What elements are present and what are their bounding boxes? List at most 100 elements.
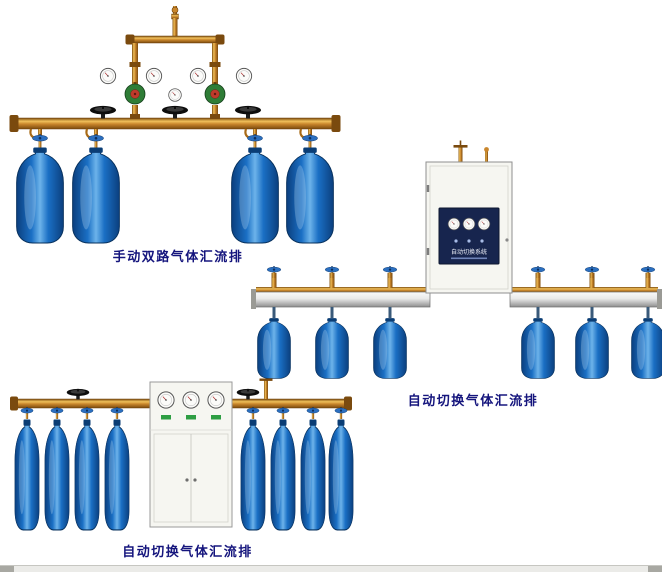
figure-caption: 自动切换气体汇流排 [122, 544, 253, 559]
gas-cylinder [14, 419, 40, 531]
control-cabinet: 自动切换系统 [425, 140, 513, 294]
pressure-gauge [477, 217, 491, 231]
figure-caption: 手动双路气体汇流排 [112, 249, 244, 264]
pressure-gauge [207, 391, 225, 409]
cylinder-valve [324, 266, 340, 278]
cylinder-station [257, 266, 291, 379]
cabinet-lock [505, 238, 509, 242]
cylinder-station [14, 407, 40, 531]
cylinder-station [240, 407, 266, 531]
gas-cylinder [315, 318, 349, 379]
manifold-pipe [13, 117, 337, 130]
gas-cylinder [521, 318, 555, 379]
label-tag [211, 415, 221, 420]
gas-cylinder [270, 419, 296, 531]
pipe-end-cap [331, 115, 341, 132]
gas-cylinder [575, 318, 609, 379]
pressure-regulator [124, 82, 146, 105]
cylinder-station [286, 128, 334, 244]
pressure-gauge [447, 217, 461, 231]
manifold-rail [509, 291, 661, 308]
cylinder-valve [31, 134, 49, 148]
shutoff-valve-handwheel [90, 105, 116, 119]
edge-mark [0, 566, 14, 572]
pressure-gauge [168, 88, 182, 102]
cylinder-station [74, 407, 100, 531]
cylinder-station [231, 128, 279, 244]
gas-cylinder [300, 419, 326, 531]
outlet-riser [264, 380, 268, 399]
cylinder-station [328, 407, 354, 531]
pressure-gauge [145, 67, 163, 85]
manifold-rail [253, 291, 431, 308]
control-cabinet [149, 381, 233, 528]
door-handle [193, 478, 197, 482]
cylinder-valve [246, 407, 260, 419]
header-pipe [127, 35, 223, 44]
gas-cylinder [74, 419, 100, 531]
gas-cylinder [44, 419, 70, 531]
cylinder-station [16, 128, 64, 244]
cylinder-station [300, 407, 326, 531]
auto-manifold-row-illustration [10, 378, 354, 531]
cylinder-valve [20, 407, 34, 419]
shutoff-valve-handwheel [66, 388, 90, 400]
outlet-valve-knob [171, 6, 179, 14]
indicator-light [480, 239, 484, 243]
gas-cylinder [16, 147, 64, 244]
door-handle [185, 478, 189, 482]
pressure-gauge [462, 217, 476, 231]
edge-mark [648, 566, 662, 572]
gas-cylinder [257, 318, 291, 379]
manual-manifold-illustration [9, 6, 341, 244]
cylinder-valve [110, 407, 124, 419]
cabinet-hinge [426, 185, 430, 192]
indicator-light [467, 239, 471, 243]
cylinder-valve [266, 266, 282, 278]
pressure-regulator [204, 82, 226, 105]
pressure-gauge [157, 391, 175, 409]
gas-cylinder [328, 419, 354, 531]
shutoff-valve-handwheel [162, 105, 188, 119]
page-bottom-edge [0, 565, 662, 572]
cylinder-station [373, 266, 407, 379]
figure-caption: 自动切换气体汇流排 [407, 393, 539, 408]
cylinder-station [315, 266, 349, 379]
cabinet-hinge [426, 248, 430, 255]
cylinder-station [72, 128, 120, 244]
cylinder-station [270, 407, 296, 531]
pipe-end-cap [344, 396, 352, 411]
cylinder-valve [306, 407, 320, 419]
cylinder-valve [382, 266, 398, 278]
header-assembly [125, 6, 225, 84]
gas-cylinder [240, 419, 266, 531]
cylinder-valve [334, 407, 348, 419]
label-tag [186, 415, 196, 420]
pipe-end-cap [9, 115, 19, 132]
cylinder-valve [276, 407, 290, 419]
cylinder-station [104, 407, 130, 531]
cylinder-valve [640, 266, 656, 278]
pressure-gauge [189, 67, 207, 85]
pressure-gauge [235, 67, 253, 85]
cylinder-valve [87, 134, 105, 148]
label-tag [161, 415, 171, 420]
cylinder-station [575, 266, 609, 379]
cylinder-valve [530, 266, 546, 278]
pipe-end-cap [10, 396, 18, 411]
cabinet-label: 自动切换系统 [451, 248, 487, 256]
pressure-gauge [182, 391, 200, 409]
cylinder-valve [50, 407, 64, 419]
gas-cylinder [373, 318, 407, 379]
cylinder-station [521, 266, 555, 379]
gas-cylinder [631, 318, 662, 379]
cylinder-station [631, 266, 662, 379]
gas-cylinder [104, 419, 130, 531]
auto-manifold-cabinet-illustration: 自动切换系统 [251, 140, 662, 379]
rail-end-cap [657, 289, 662, 309]
manifold-pipe [512, 287, 658, 293]
rail-end-cap [251, 289, 256, 309]
cylinder-station [44, 407, 70, 531]
cylinder-valve [584, 266, 600, 278]
